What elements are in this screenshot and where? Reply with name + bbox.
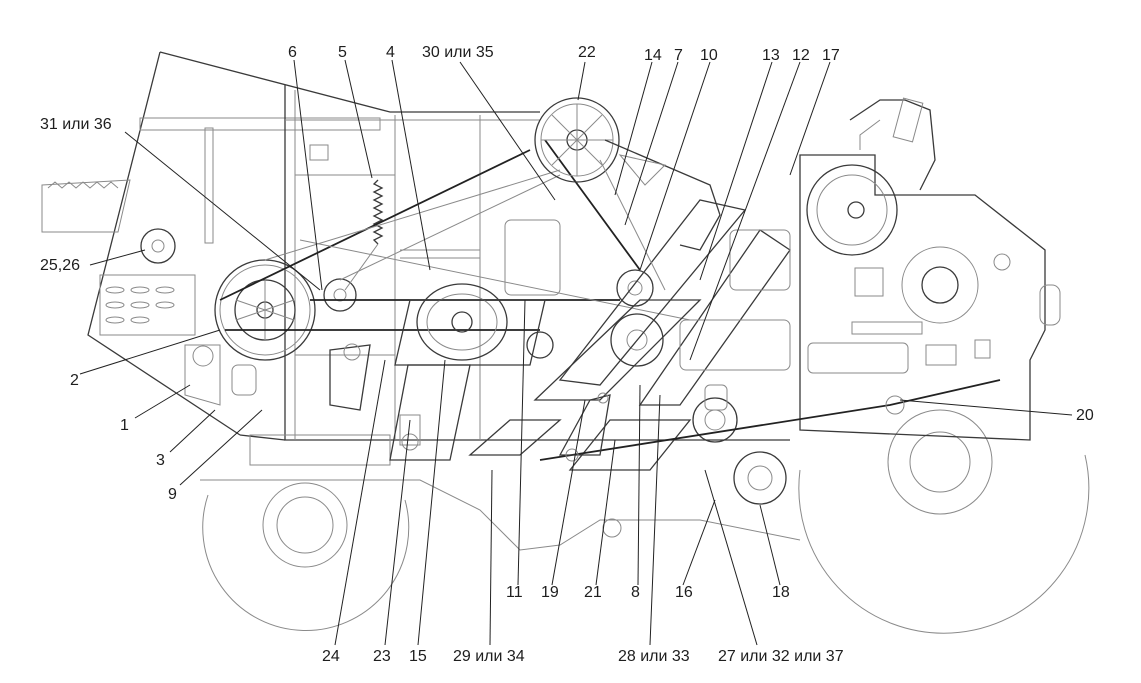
callout-20: 20 (1076, 407, 1094, 424)
callout-9: 9 (168, 486, 177, 503)
right-housing (799, 97, 1061, 441)
feeder-hopper (41, 51, 540, 436)
rod-20 (539, 379, 1001, 461)
belt-main (219, 139, 641, 331)
pulley-10 (616, 269, 654, 307)
callout-4: 4 (386, 44, 395, 61)
pulley-18 (733, 451, 787, 505)
link-19 (558, 394, 611, 456)
pulley-2 (214, 259, 316, 361)
callout-7: 7 (674, 47, 683, 64)
leader-lines (79, 59, 1073, 646)
callout-27-32-37: 27 или 32 или 37 (718, 648, 844, 665)
pulley-22 (534, 97, 620, 183)
callout-25-26: 25,26 (40, 257, 81, 274)
callout-24: 24 (322, 648, 340, 665)
pulley-12 (610, 313, 664, 367)
rear-wheel (798, 409, 1090, 634)
callout-28-33: 28 или 33 (618, 648, 690, 665)
callout-8: 8 (631, 584, 640, 601)
callout-15: 15 (409, 648, 427, 665)
callout-6: 6 (288, 44, 297, 61)
front-wheel (202, 482, 410, 631)
callout-10: 10 (700, 47, 718, 64)
callout-18: 18 (772, 584, 790, 601)
callout-14: 14 (644, 47, 662, 64)
callout-16: 16 (675, 584, 693, 601)
callout-30-35: 30 или 35 (422, 44, 494, 61)
idler-16 (692, 397, 738, 443)
callout-13: 13 (762, 47, 780, 64)
callout-19: 19 (541, 584, 559, 601)
callout-31-36: 31 или 36 (40, 116, 112, 133)
callout-5: 5 (338, 44, 347, 61)
idler-19 (526, 331, 554, 359)
callout-12: 12 (792, 47, 810, 64)
callout-2: 2 (70, 372, 79, 389)
idler-6 (323, 278, 357, 312)
callout-11: 11 (506, 584, 523, 601)
callout-23: 23 (373, 648, 391, 665)
tensioner-3 (184, 344, 257, 406)
spring-5 (372, 179, 384, 245)
lower-frame (200, 479, 801, 551)
callout-29-34: 29 или 34 (453, 648, 525, 665)
body-frame (239, 85, 790, 466)
callout-22: 22 (578, 44, 596, 61)
bracket-23 (399, 414, 421, 446)
callout-1: 1 (120, 417, 129, 434)
lever-14 (604, 139, 721, 251)
callout-21: 21 (584, 584, 602, 601)
pulley-15 (416, 283, 508, 361)
callout-3: 3 (156, 452, 165, 469)
callout-17: 17 (822, 47, 840, 64)
